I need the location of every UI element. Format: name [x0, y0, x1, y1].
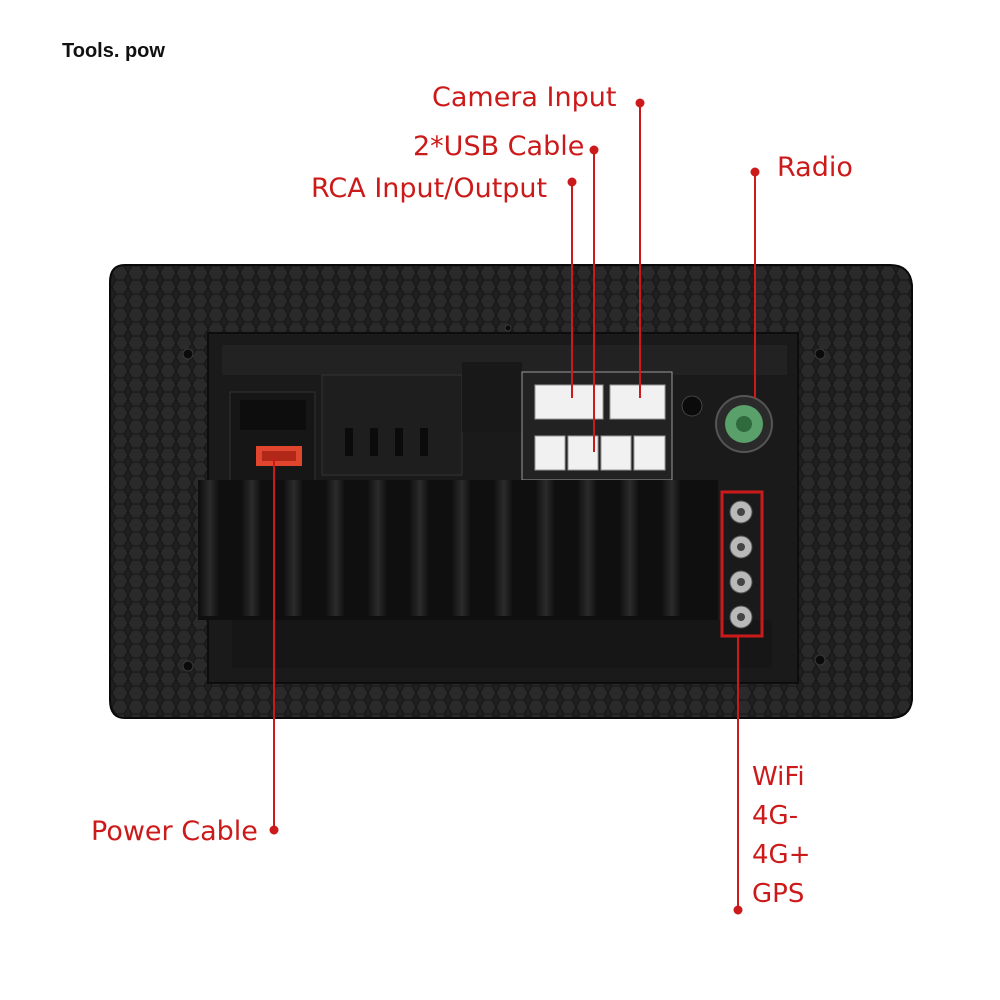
antenna-label-4g-plus: 4G+	[752, 840, 811, 870]
antenna-sockets	[720, 490, 764, 638]
radio-label: Radio	[777, 152, 853, 183]
screws	[182, 324, 826, 672]
harness-connector	[229, 391, 316, 483]
center-module	[321, 362, 522, 476]
radio-socket	[681, 395, 773, 453]
antenna-label-gps: GPS	[752, 879, 805, 909]
camera-input-label: Camera Input	[432, 82, 617, 113]
power-cable-label: Power Cable	[91, 816, 258, 847]
callout-lines	[269, 98, 760, 915]
brand-label: Tools. pow	[62, 40, 165, 62]
heat-sink	[198, 480, 772, 668]
rca-label: RCA Input/Output	[311, 173, 548, 204]
usb-cable-label: 2*USB Cable	[413, 131, 585, 162]
usb-camera-ports	[521, 371, 673, 481]
antenna-label-wifi: WiFi	[752, 762, 805, 792]
antenna-labels: WiFi 4G- 4G+ GPS	[752, 758, 810, 914]
antenna-label-4g-minus: 4G-	[752, 801, 799, 831]
